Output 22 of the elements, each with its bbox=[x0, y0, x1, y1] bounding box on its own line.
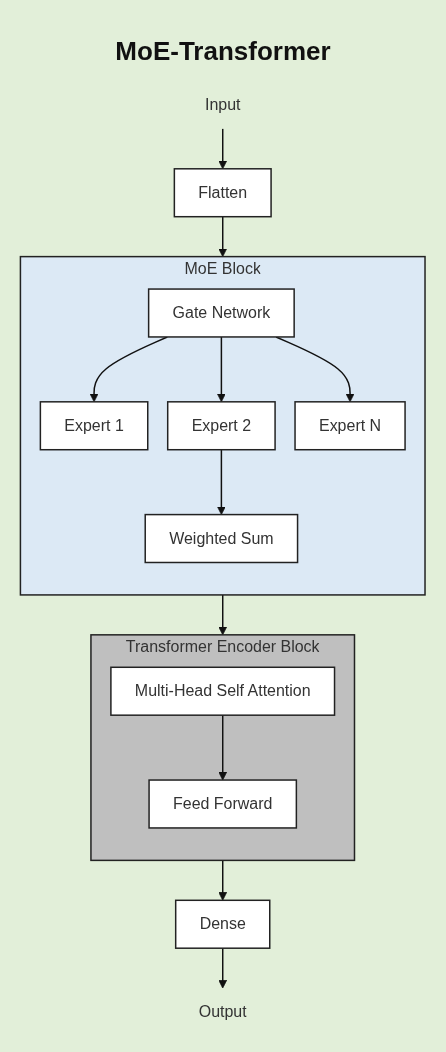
arrow bbox=[218, 215, 228, 257]
node-box: Expert N bbox=[294, 401, 407, 451]
node-box: Multi-Head Self Attention bbox=[110, 666, 336, 716]
arrow bbox=[218, 594, 228, 636]
arrow bbox=[218, 947, 228, 989]
node-box: Dense bbox=[175, 899, 271, 949]
node-box: Gate Network bbox=[148, 288, 296, 338]
arrow bbox=[218, 128, 228, 170]
node-text: Input bbox=[205, 95, 241, 113]
node-box: Weighted Sum bbox=[144, 513, 299, 564]
arrow bbox=[275, 336, 355, 403]
arrow bbox=[218, 859, 228, 901]
node-box: Flatten bbox=[173, 168, 273, 218]
node-box: Expert 2 bbox=[167, 401, 277, 451]
arrow bbox=[217, 336, 227, 403]
arrow bbox=[89, 336, 169, 403]
arrow bbox=[218, 714, 228, 781]
node-box: Expert 1 bbox=[39, 401, 149, 451]
node-text: Output bbox=[199, 1003, 247, 1021]
diagram-title: MoE-Transformer bbox=[115, 36, 331, 67]
arrow bbox=[217, 448, 227, 515]
node-box: Feed Forward bbox=[148, 779, 298, 829]
